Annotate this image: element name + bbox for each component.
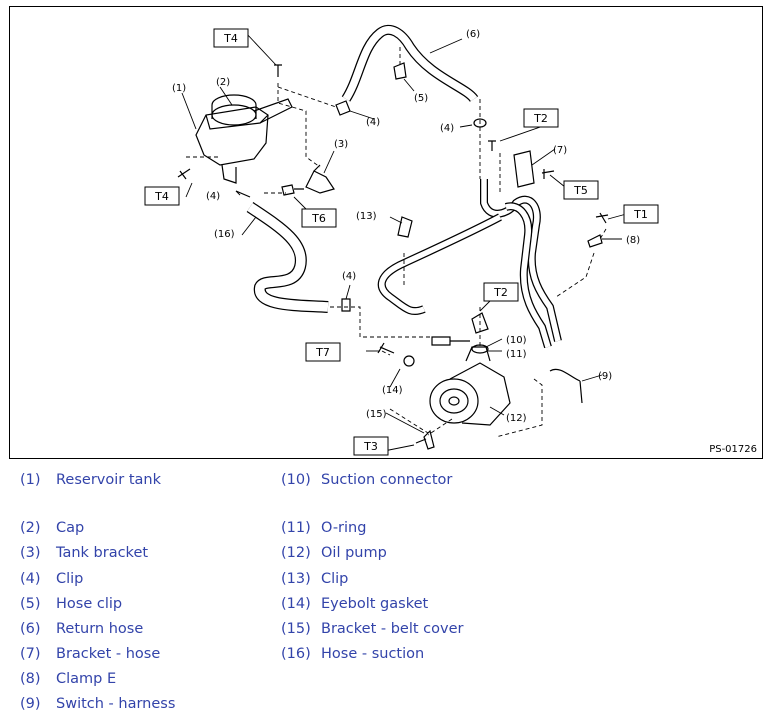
small-parts-drawing xyxy=(177,62,609,450)
callout-9: (9) xyxy=(598,371,612,382)
callout-3: (3) xyxy=(334,139,348,150)
legend-num: (7) xyxy=(20,646,41,662)
legend-num: (11) xyxy=(281,520,311,536)
torque-tag-t4-top: T4 xyxy=(223,32,238,45)
legend-text: O-ring xyxy=(321,520,367,536)
callout-12: (12) xyxy=(506,413,527,424)
torque-tag-t6: T6 xyxy=(311,212,326,225)
reservoir-tank-drawing xyxy=(195,94,293,184)
torque-tag-t2-top: T2 xyxy=(533,112,548,125)
callout-7: (7) xyxy=(553,145,567,156)
legend-num: (9) xyxy=(20,696,41,712)
assembly-guide-lines xyxy=(186,47,607,438)
legend-text: Reservoir tank xyxy=(56,472,161,488)
legend-num: (2) xyxy=(20,520,41,536)
legend-text: Cap xyxy=(56,520,85,536)
exploded-diagram-panel: (1) (2) (3) (4) (4) (4) (4) (5) (6) (7) … xyxy=(9,6,763,459)
suction-hose-drawing xyxy=(246,202,329,313)
legend-num: (6) xyxy=(20,621,41,637)
legend-text: Suction connector xyxy=(321,472,453,488)
torque-tag-t7: T7 xyxy=(315,346,330,359)
figure-id-label: PS-01726 xyxy=(709,444,757,455)
callout-6: (6) xyxy=(466,29,480,40)
legend-num: (14) xyxy=(281,596,311,612)
tank-bracket-drawing xyxy=(305,164,335,194)
callout-13: (13) xyxy=(356,211,377,222)
parts-diagram-svg: (1) (2) (3) (4) (4) (4) (4) (5) (6) (7) … xyxy=(144,24,659,456)
callout-leaders xyxy=(181,32,631,452)
pressure-hoses-drawing xyxy=(377,179,562,349)
legend-num: (8) xyxy=(20,671,41,687)
legend-text: Eyebolt gasket xyxy=(321,596,429,612)
torque-tag-boxes xyxy=(144,28,659,456)
legend-text: Switch - harness xyxy=(56,696,176,712)
legend-text: Return hose xyxy=(56,621,144,637)
legend-num: (1) xyxy=(20,472,41,488)
callout-4-d: (4) xyxy=(342,271,356,282)
callout-2: (2) xyxy=(216,77,230,88)
torque-tag-t5: T5 xyxy=(573,184,588,197)
callout-5: (5) xyxy=(414,93,428,104)
legend-num: (12) xyxy=(281,545,311,561)
legend-num: (5) xyxy=(20,596,41,612)
legend-num: (4) xyxy=(20,571,41,587)
return-hose-drawing xyxy=(341,24,479,103)
callout-4-a: (4) xyxy=(366,117,380,128)
legend-text: Hose clip xyxy=(56,596,123,612)
hose-bracket-drawing xyxy=(513,150,535,188)
torque-tag-t3: T3 xyxy=(363,440,378,453)
callout-8: (8) xyxy=(626,235,640,246)
legend-text: Tank bracket xyxy=(56,545,149,561)
callout-4-b: (4) xyxy=(440,123,454,134)
oil-pump-drawing xyxy=(429,346,511,426)
legend-num: (16) xyxy=(281,646,311,662)
legend-text: Bracket - belt cover xyxy=(321,621,464,637)
legend-num: (13) xyxy=(281,571,311,587)
callout-10: (10) xyxy=(506,335,527,346)
callout-1: (1) xyxy=(172,83,186,94)
legend-num: (3) xyxy=(20,545,41,561)
legend-text: Hose - suction xyxy=(321,646,425,662)
legend-text: Oil pump xyxy=(321,545,387,561)
legend-text: Bracket - hose xyxy=(56,646,161,662)
callout-11: (11) xyxy=(506,349,527,360)
torque-tag-t2-mid: T2 xyxy=(493,286,508,299)
callout-16: (16) xyxy=(214,229,235,240)
legend-text: Clamp E xyxy=(56,671,117,687)
legend-num: (15) xyxy=(281,621,311,637)
callout-14: (14) xyxy=(382,385,403,396)
callout-4-c: (4) xyxy=(206,191,220,202)
legend-text: Clip xyxy=(56,571,84,587)
torque-tag-t4-left: T4 xyxy=(154,190,169,203)
legend-num: (10) xyxy=(281,472,311,488)
torque-tag-t1: T1 xyxy=(633,208,648,221)
callout-15: (15) xyxy=(366,409,387,420)
legend-text: Clip xyxy=(321,571,349,587)
